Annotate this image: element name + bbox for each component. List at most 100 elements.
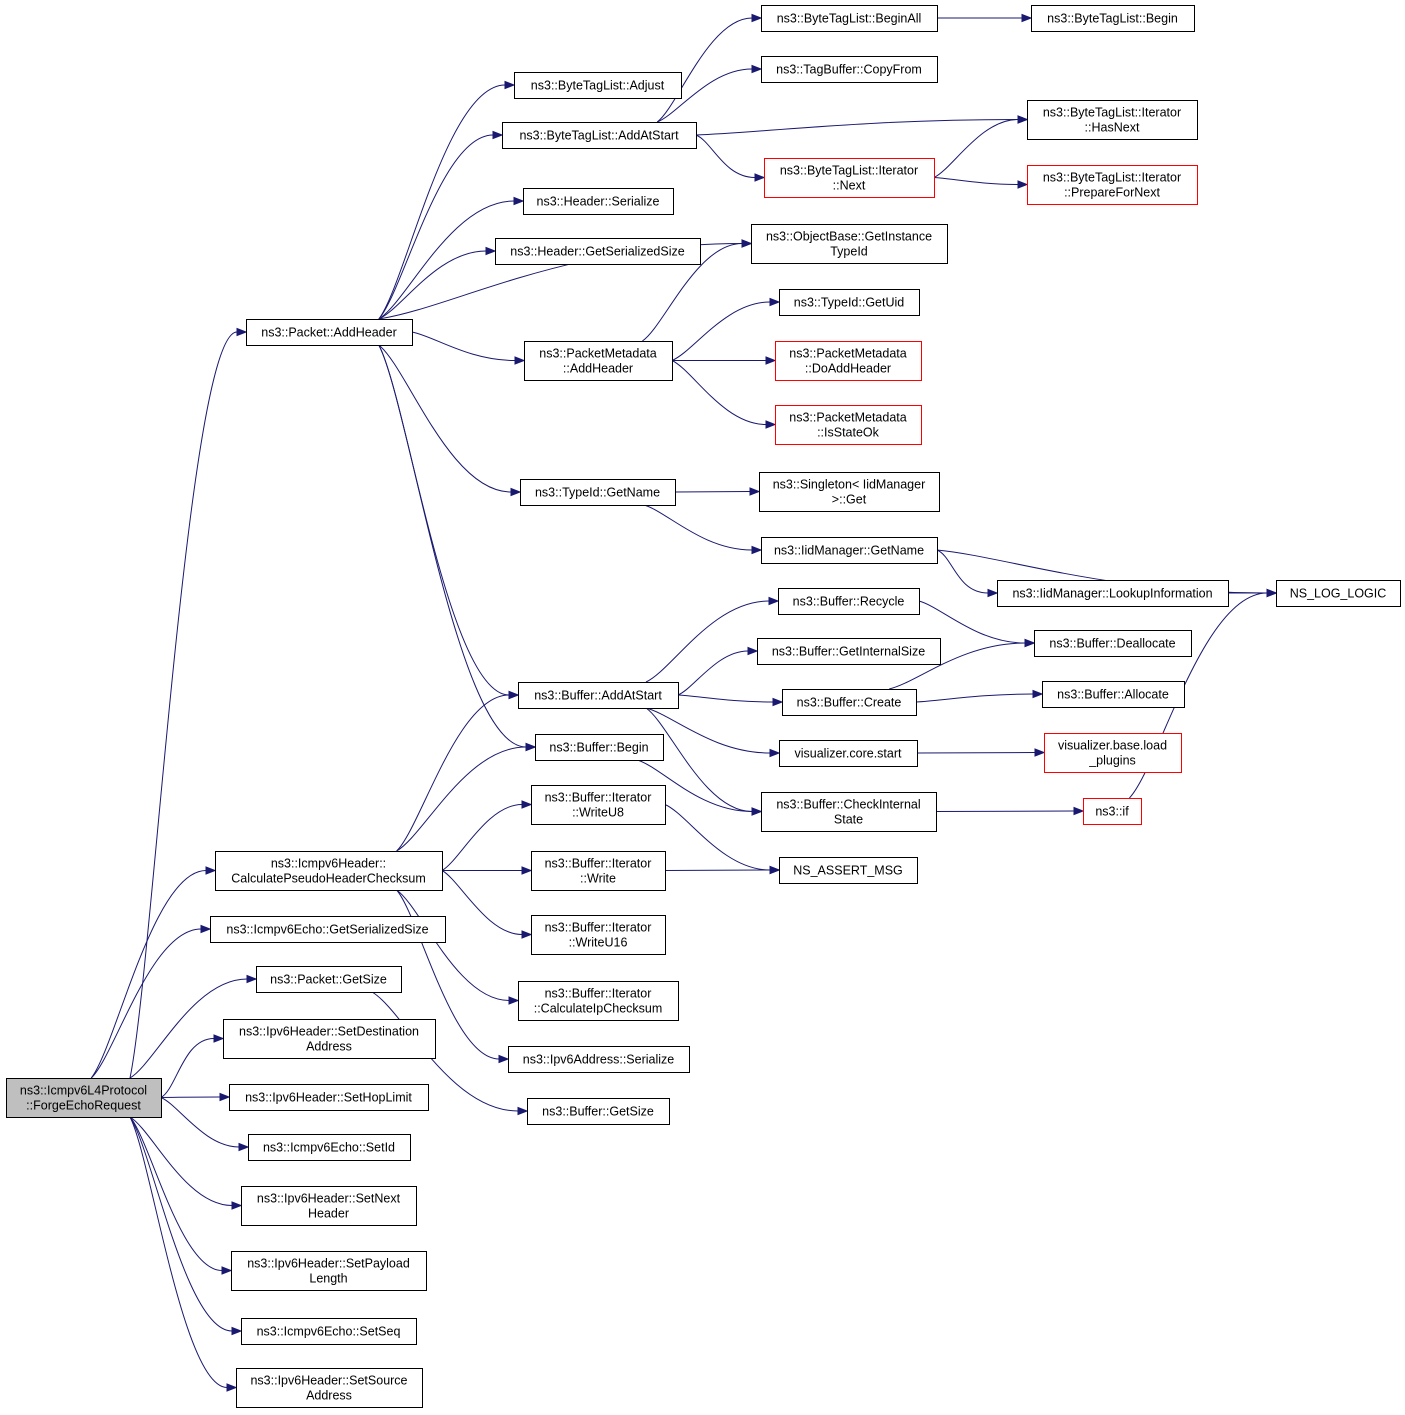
node-singleton-get[interactable]: ns3::Singleton< IidManager>::Get xyxy=(759,472,940,512)
edge-pm-addheader-to-pm-isstateok xyxy=(671,360,767,425)
node-box xyxy=(1042,681,1185,708)
edge-buffer-create-to-buffer-deallocate xyxy=(889,642,1026,690)
node-buf-it-writeu8[interactable]: ns3::Buffer::Iterator::WriteU8 xyxy=(531,785,666,825)
edge-buffer-create-to-buffer-allocate xyxy=(915,693,1034,703)
node-box xyxy=(764,158,935,198)
edge-pm-addheader-to-typeid-getuid xyxy=(671,301,771,361)
node-icmpv6header-calcpseudo[interactable]: ns3::Icmpv6Header::CalculatePseudoHeader… xyxy=(215,851,443,891)
node-buffer-create[interactable]: ns3::Buffer::Create xyxy=(782,689,917,716)
arrowhead-icon xyxy=(514,356,526,365)
node-label: ns3::ByteTagList::Begin xyxy=(1047,12,1178,26)
node-iidmanager-getname[interactable]: ns3::IidManager::GetName xyxy=(761,537,938,564)
node-icmpv6echo-getserializedsize[interactable]: ns3::Icmpv6Echo::GetSerializedSize xyxy=(210,916,446,943)
node-label: State xyxy=(834,813,863,827)
arrowhead-icon xyxy=(751,545,763,555)
node-buf-it-writeu16[interactable]: ns3::Buffer::Iterator::WriteU16 xyxy=(531,915,666,955)
node-buf-it-write[interactable]: ns3::Buffer::Iterator::Write xyxy=(531,851,666,891)
node-box xyxy=(531,851,666,891)
node-label: Header xyxy=(308,1207,349,1221)
node-box xyxy=(246,319,413,346)
node-btl-it-next[interactable]: ns3::ByteTagList::Iterator::Next xyxy=(764,158,935,198)
edge-buffer-addatstart-to-buffer-getinternalsize xyxy=(677,650,749,696)
node-box xyxy=(527,1098,670,1125)
node-box xyxy=(531,785,666,825)
edge-forge-echo-to-icmpv6echo-getserializedsize xyxy=(90,928,202,1079)
node-iidmanager-lookupinformation[interactable]: ns3::IidManager::LookupInformation xyxy=(997,580,1229,607)
node-packet-addheader[interactable]: ns3::Packet::AddHeader xyxy=(246,319,413,346)
node-label: >::Get xyxy=(832,493,867,507)
node-box xyxy=(1044,733,1182,773)
node-box xyxy=(523,188,674,215)
edge-buf-it-writeu8-to-ns-assert-msg xyxy=(664,804,771,871)
node-btl-it-preparefornext[interactable]: ns3::ByteTagList::Iterator::PrepareForNe… xyxy=(1027,165,1198,205)
node-label: ::IsStateOk xyxy=(817,426,880,440)
node-buffer-getsize[interactable]: ns3::Buffer::GetSize xyxy=(527,1098,670,1125)
node-box xyxy=(778,588,920,615)
node-header-serialize[interactable]: ns3::Header::Serialize xyxy=(523,188,674,215)
node-label: ns3::PacketMetadata xyxy=(789,411,906,425)
node-box xyxy=(241,1318,417,1345)
node-pm-addheader[interactable]: ns3::PacketMetadata::AddHeader xyxy=(524,341,673,381)
node-buffer-addatstart[interactable]: ns3::Buffer::AddAtStart xyxy=(518,682,679,709)
node-label: ns3::Buffer::Iterator xyxy=(545,987,652,1001)
node-forge-echo[interactable]: ns3::Icmpv6L4Protocol::ForgeEchoRequest xyxy=(6,1078,162,1118)
arrowhead-icon xyxy=(751,64,763,74)
node-icmpv6echo-setid[interactable]: ns3::Icmpv6Echo::SetId xyxy=(248,1134,411,1161)
arrowhead-icon xyxy=(238,1142,250,1152)
node-label: NS_ASSERT_MSG xyxy=(793,864,903,878)
node-tagbuffer-copyfrom[interactable]: ns3::TagBuffer::CopyFrom xyxy=(761,56,938,83)
node-box xyxy=(1031,5,1195,32)
node-box xyxy=(518,981,679,1021)
node-box xyxy=(1027,100,1198,140)
node-pm-isstateok[interactable]: ns3::PacketMetadata::IsStateOk xyxy=(775,405,922,445)
node-label: ::WriteU8 xyxy=(572,806,624,820)
arrowhead-icon xyxy=(525,742,537,752)
node-label: ns3::Singleton< IidManager xyxy=(773,478,926,492)
arrowhead-icon xyxy=(772,697,784,707)
node-buffer-allocate[interactable]: ns3::Buffer::Allocate xyxy=(1042,681,1185,708)
edge-packet-addheader-to-header-serialize xyxy=(378,200,515,320)
node-btl-beginall[interactable]: ns3::ByteTagList::BeginAll xyxy=(761,5,938,32)
node-buffer-getinternalsize[interactable]: ns3::Buffer::GetInternalSize xyxy=(757,638,941,665)
node-label: ns3::IidManager::GetName xyxy=(774,544,924,558)
arrowhead-icon xyxy=(987,588,999,598)
node-btl-it-hasnext[interactable]: ns3::ByteTagList::Iterator::HasNext xyxy=(1027,100,1198,140)
node-label: ns3::ByteTagList::Iterator xyxy=(1043,106,1181,120)
node-buffer-begin[interactable]: ns3::Buffer::Begin xyxy=(535,734,664,761)
node-typeid-getuid[interactable]: ns3::TypeId::GetUid xyxy=(779,289,920,316)
node-pm-doaddheader[interactable]: ns3::PacketMetadata::DoAddHeader xyxy=(775,341,922,381)
node-header-getserializedsize[interactable]: ns3::Header::GetSerializedSize xyxy=(495,238,701,265)
node-btl-begin[interactable]: ns3::ByteTagList::Begin xyxy=(1031,5,1195,32)
node-ipv6header-sethoplimit[interactable]: ns3::Ipv6Header::SetHopLimit xyxy=(229,1084,429,1111)
node-label: ns3::Buffer::Recycle xyxy=(793,595,905,609)
node-ipv6address-serialize[interactable]: ns3::Ipv6Address::Serialize xyxy=(508,1046,690,1073)
node-buffer-recycle[interactable]: ns3::Buffer::Recycle xyxy=(778,588,920,615)
node-typeid-getname[interactable]: ns3::TypeId::GetName xyxy=(520,479,676,506)
node-visualizer-base-load-plugins[interactable]: visualizer.base.load_plugins xyxy=(1044,733,1182,773)
node-btl-addatstart[interactable]: ns3::ByteTagList::AddAtStart xyxy=(502,122,697,149)
node-ns3-if[interactable]: ns3::if xyxy=(1083,798,1142,825)
arrowhead-icon xyxy=(521,930,533,939)
node-buffer-deallocate[interactable]: ns3::Buffer::Deallocate xyxy=(1034,630,1192,657)
edge-btl-it-next-to-btl-it-preparefornext xyxy=(933,177,1019,185)
node-packet-getsize[interactable]: ns3::Packet::GetSize xyxy=(256,966,402,993)
node-ns-log-logic[interactable]: NS_LOG_LOGIC xyxy=(1276,580,1401,607)
arrowhead-icon xyxy=(1032,689,1044,699)
node-visualizer-core-start[interactable]: visualizer.core.start xyxy=(779,740,918,767)
node-icmpv6echo-setseq[interactable]: ns3::Icmpv6Echo::SetSeq xyxy=(241,1318,417,1345)
node-buf-it-calcipchecksum[interactable]: ns3::Buffer::Iterator::CalculateIpChecks… xyxy=(518,981,679,1021)
node-box xyxy=(524,341,673,381)
edge-packet-addheader-to-typeid-getname xyxy=(378,344,512,493)
node-btl-adjust[interactable]: ns3::ByteTagList::Adjust xyxy=(514,72,682,99)
node-label: ::HasNext xyxy=(1085,121,1140,135)
node-label: visualizer.base.load xyxy=(1058,739,1167,753)
node-ns-assert-msg[interactable]: NS_ASSERT_MSG xyxy=(779,857,918,884)
edge-btl-addatstart-to-btl-it-hasnext xyxy=(695,119,1019,136)
edge-forge-echo-to-ipv6header-setpayloadlength xyxy=(129,1116,223,1271)
